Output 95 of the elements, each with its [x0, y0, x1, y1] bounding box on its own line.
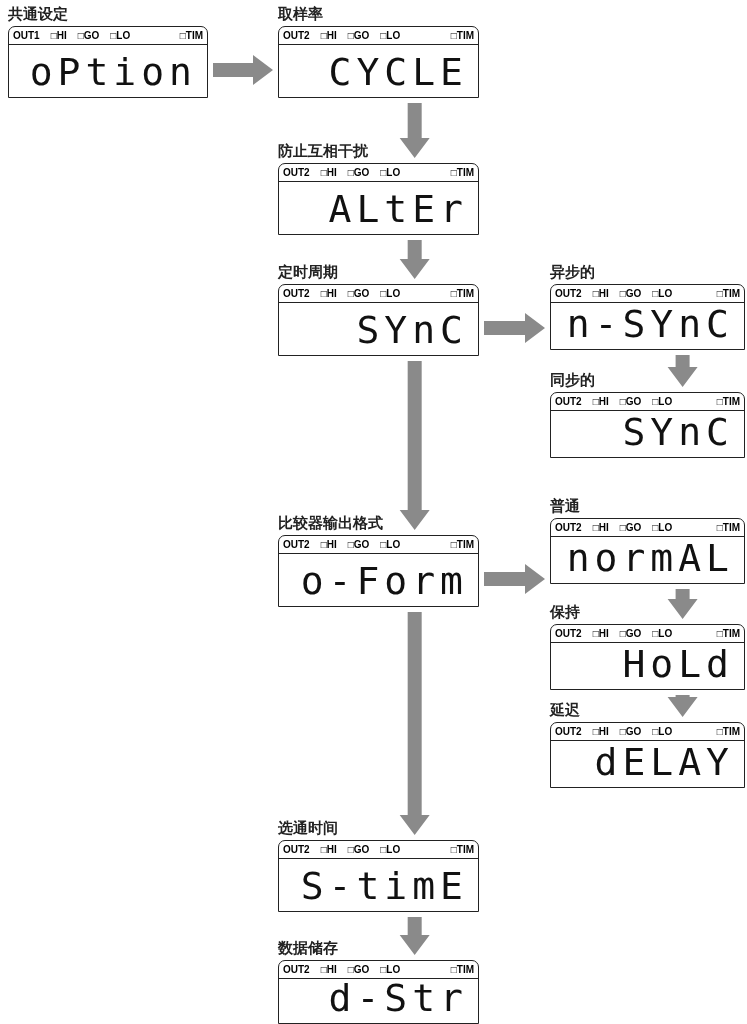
indicator-label: □TIM: [450, 539, 474, 550]
indicator-label: □GO: [619, 522, 642, 533]
arrow: [484, 564, 545, 594]
indicator-label: □LO: [110, 30, 131, 41]
indicator-label: □TIM: [450, 844, 474, 855]
segment-readout: CYCLE: [328, 49, 468, 95]
indicator-label: □HI: [592, 396, 609, 407]
indicator-label: □TIM: [179, 30, 203, 41]
indicator-label: □HI: [592, 628, 609, 639]
output-label: OUT2: [555, 522, 582, 533]
panel-heading: 选通时间: [278, 818, 338, 839]
arrow: [399, 240, 430, 279]
indicator-label: □HI: [50, 30, 67, 41]
indicator-label: □HI: [592, 726, 609, 737]
indicator-label: □GO: [347, 844, 370, 855]
indicator-label: □GO: [619, 628, 642, 639]
output-label: OUT2: [555, 628, 582, 639]
indicator-label: □TIM: [716, 396, 740, 407]
output-label: OUT2: [283, 539, 310, 550]
panel-heading: 取样率: [278, 4, 323, 25]
indicator-label: □GO: [347, 167, 370, 178]
output-label: OUT2: [283, 167, 310, 178]
indicator-label: □TIM: [716, 726, 740, 737]
indicator-label: □HI: [320, 288, 337, 299]
segment-readout: normAL: [566, 535, 734, 581]
arrow: [399, 361, 430, 530]
output-label: OUT2: [555, 396, 582, 407]
arrow: [399, 103, 430, 158]
arrow: [399, 612, 430, 835]
output-label: OUT1: [13, 30, 40, 41]
panel-heading: 保持: [550, 602, 580, 623]
output-label: OUT2: [555, 726, 582, 737]
output-label: OUT2: [555, 288, 582, 299]
indicator-label: □LO: [652, 628, 673, 639]
arrow: [399, 917, 430, 955]
output-label: OUT2: [283, 30, 310, 41]
arrow: [667, 695, 698, 717]
indicator-label: □HI: [320, 30, 337, 41]
arrow: [484, 313, 545, 343]
segment-readout: ALtEr: [328, 186, 468, 232]
indicator-label: □HI: [592, 288, 609, 299]
indicator-label: □TIM: [450, 288, 474, 299]
segment-readout: o-Form: [300, 558, 468, 604]
indicator-label: □GO: [347, 30, 370, 41]
indicator-label: □HI: [592, 522, 609, 533]
indicator-label: □LO: [380, 539, 401, 550]
panel-heading: 延迟: [550, 700, 580, 721]
panel-heading: 防止互相干扰: [278, 141, 368, 162]
indicator-label: □GO: [347, 539, 370, 550]
indicator-label: □HI: [320, 964, 337, 975]
indicator-label: □GO: [619, 396, 642, 407]
output-label: OUT2: [283, 288, 310, 299]
arrow: [667, 355, 698, 387]
indicator-label: □TIM: [450, 964, 474, 975]
indicator-label: □GO: [619, 288, 642, 299]
panel-heading: 普通: [550, 496, 580, 517]
indicator-label: □GO: [347, 964, 370, 975]
indicator-label: □TIM: [450, 30, 474, 41]
segment-readout: d-Str: [328, 975, 468, 1021]
arrow: [213, 55, 273, 85]
indicator-label: □LO: [652, 522, 673, 533]
indicator-label: □TIM: [716, 288, 740, 299]
indicator-label: □LO: [380, 288, 401, 299]
indicator-label: □LO: [652, 288, 673, 299]
segment-readout: SYnC: [356, 307, 468, 353]
panel-heading: 比较器输出格式: [278, 513, 383, 534]
panel-heading: 定时周期: [278, 262, 338, 283]
panel-heading: 同步的: [550, 370, 595, 391]
indicator-label: □TIM: [450, 167, 474, 178]
indicator-label: □LO: [380, 30, 401, 41]
segment-readout: dELAY: [594, 739, 734, 785]
segment-readout: S-timE: [300, 863, 468, 909]
indicator-label: □LO: [380, 844, 401, 855]
indicator-label: □TIM: [716, 522, 740, 533]
indicator-label: □HI: [320, 167, 337, 178]
arrow: [667, 589, 698, 619]
indicator-label: □GO: [619, 726, 642, 737]
output-label: OUT2: [283, 964, 310, 975]
panel-heading: 异步的: [550, 262, 595, 283]
segment-readout: SYnC: [622, 409, 734, 455]
indicator-label: □LO: [652, 726, 673, 737]
indicator-label: □LO: [380, 167, 401, 178]
segment-readout: oPtion: [29, 49, 197, 95]
indicator-label: □TIM: [716, 628, 740, 639]
panel-heading: 共通设定: [8, 4, 68, 25]
panel-heading: 数据储存: [278, 938, 338, 959]
indicator-label: □LO: [652, 396, 673, 407]
segment-readout: n-SYnC: [566, 301, 734, 347]
indicator-label: □HI: [320, 844, 337, 855]
indicator-label: □LO: [380, 964, 401, 975]
segment-readout: HoLd: [622, 641, 734, 687]
indicator-label: □GO: [347, 288, 370, 299]
output-label: OUT2: [283, 844, 310, 855]
indicator-label: □HI: [320, 539, 337, 550]
indicator-label: □GO: [77, 30, 100, 41]
